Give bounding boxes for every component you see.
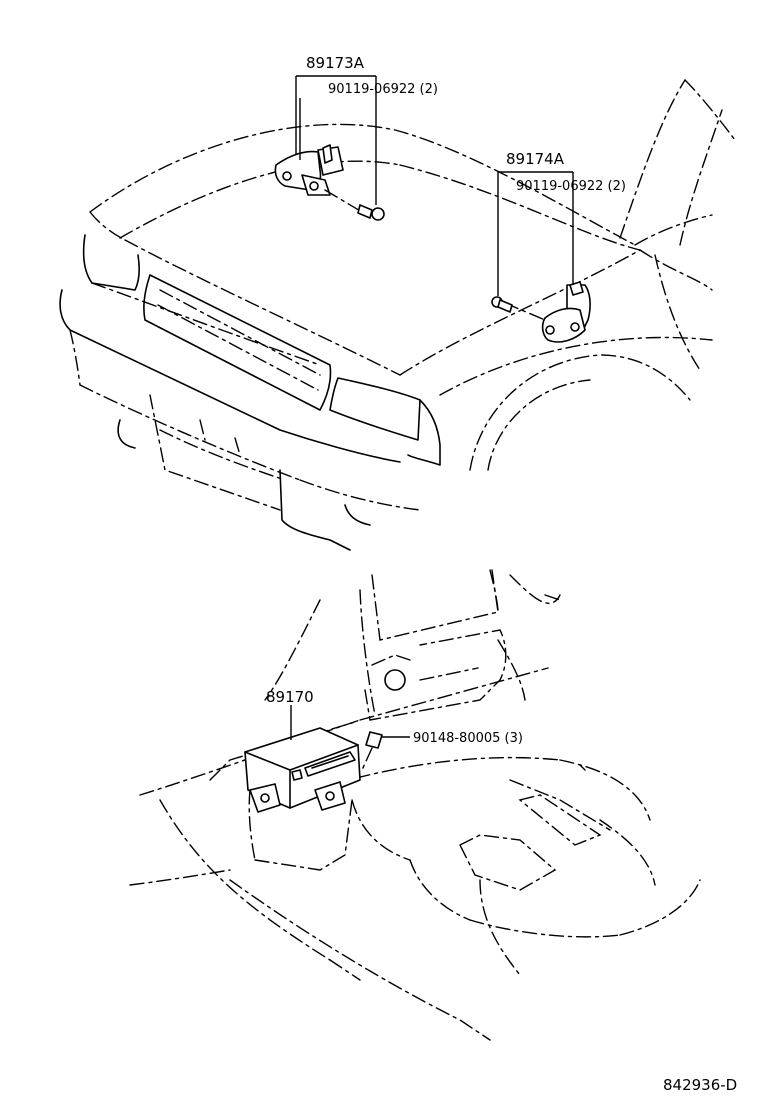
- center-leaders: [290, 705, 410, 740]
- front-right-bolt-label: 90119-06922 (2): [516, 179, 626, 194]
- front-left-impact-sensor: [274, 144, 344, 196]
- center-bolt: [361, 731, 383, 771]
- front-right-impact-sensor: [541, 281, 591, 343]
- front-right-bolt: [491, 296, 546, 321]
- front-left-bolt: [324, 189, 385, 221]
- front-left-leaders: [295, 75, 377, 205]
- front-left-bolt-label: 90119-06922 (2): [328, 82, 438, 97]
- center-bolt-label: 90148-80005 (3): [413, 731, 523, 746]
- center-airbag-sensor: [244, 727, 361, 813]
- front-right-sensor-label: 89174A: [506, 150, 565, 168]
- front-left-sensor-label: 89173A: [306, 54, 365, 72]
- center-sensor-label: 89170: [266, 688, 314, 706]
- vehicle-floor-illustration: [129, 569, 701, 1041]
- diagram-id: 842936-D: [663, 1076, 737, 1094]
- front-right-leaders: [497, 171, 574, 296]
- vehicle-front-illustration: [59, 79, 736, 551]
